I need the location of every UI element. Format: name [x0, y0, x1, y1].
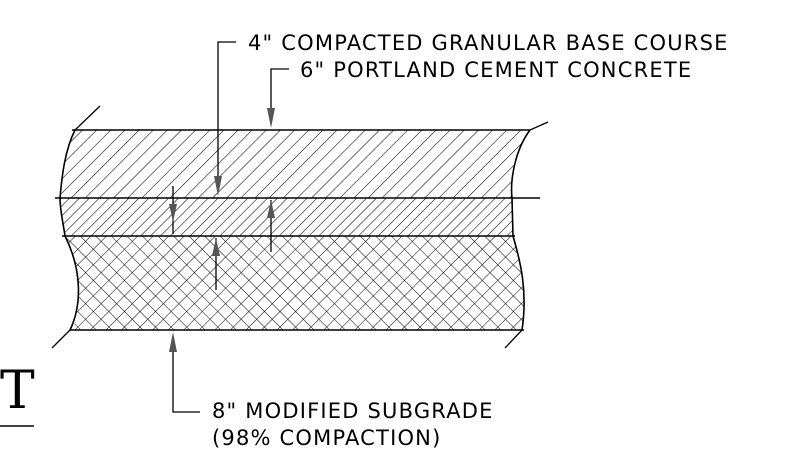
right-break-tick-bottom	[504, 329, 523, 349]
right-break-edge	[510, 129, 531, 331]
concrete-arrowhead	[267, 108, 275, 128]
subgrade-label-line1: 8" MODIFIED SUBGRADE	[212, 399, 494, 423]
left-break-edge	[59, 129, 80, 331]
left-break-tick-top	[74, 105, 101, 131]
concrete-leader	[270, 68, 289, 111]
subgrade-label-line2: (98% COMPACTION)	[212, 426, 442, 450]
concrete-label: 6" PORTLAND CEMENT CONCRETE	[300, 58, 692, 82]
partial-title-letter: T	[0, 361, 35, 421]
base-course-arrowhead	[214, 176, 222, 196]
base-course-leader	[217, 41, 236, 178]
base-course-layer	[60, 198, 513, 236]
concrete-layer	[60, 130, 530, 198]
base-course-label: 4" COMPACTED GRANULAR BASE COURSE	[248, 31, 729, 55]
left-break-tick-bottom	[51, 329, 71, 349]
dim-arrowhead-left-down	[169, 204, 177, 222]
dim-arrowhead-right-up	[267, 200, 275, 218]
right-break-tick-top	[529, 121, 549, 131]
subgrade-layer	[65, 236, 525, 330]
subgrade-arrowhead	[169, 332, 177, 352]
dim-arrowhead-left-up	[212, 238, 220, 256]
subgrade-leader	[172, 348, 200, 413]
